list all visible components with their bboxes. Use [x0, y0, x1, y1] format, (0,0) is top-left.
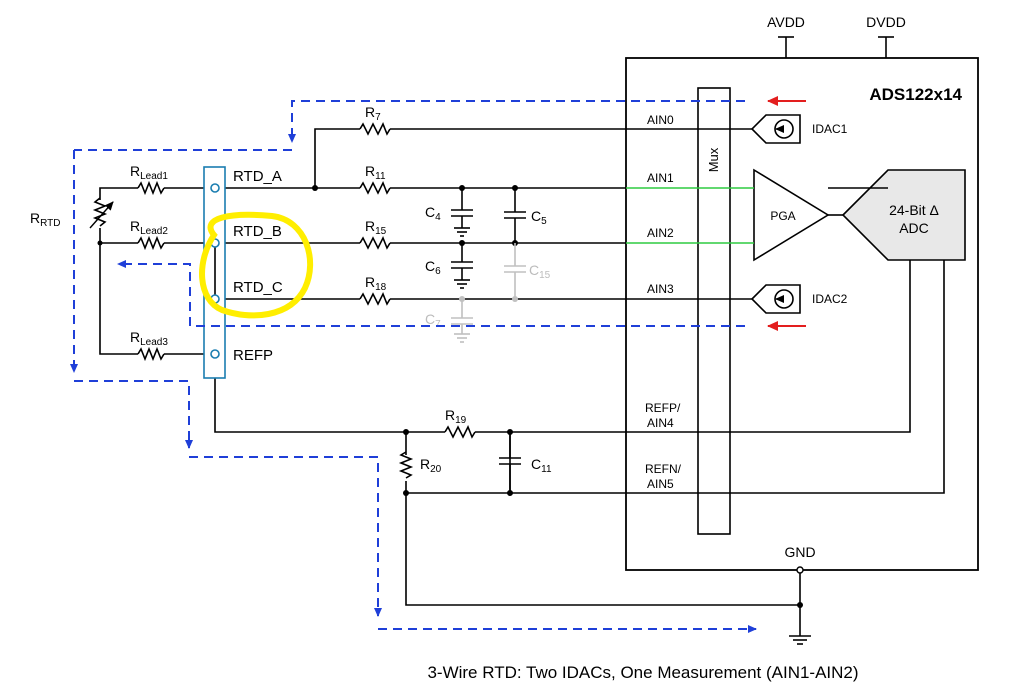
mux-label: Mux [706, 147, 721, 172]
dvdd-supply [878, 37, 894, 58]
ground-symbol [789, 636, 811, 644]
label-r19: R19 [445, 407, 467, 426]
connector-rtd-b: RTD_B [233, 223, 282, 240]
idac1-label: IDAC1 [812, 122, 848, 136]
label-c4: C4 [425, 204, 441, 223]
resistor-r19 [445, 425, 475, 439]
pin-ain1: AIN1 [647, 171, 674, 185]
current-path-left-across [74, 381, 189, 448]
resistor-rrtd [90, 198, 113, 228]
label-c5: C5 [531, 208, 547, 227]
label-c11: C11 [531, 456, 552, 475]
gnd-pin [797, 567, 803, 573]
resistor-r15 [360, 236, 390, 250]
label-r11: R11 [365, 163, 386, 182]
resistor-r18 [360, 292, 390, 306]
label-rlead2: RLead2 [130, 218, 168, 237]
chip-name: ADS122x14 [869, 85, 962, 104]
resistor-rlead3 [138, 347, 164, 361]
label-rlead3: RLead3 [130, 329, 168, 348]
capacitor-c15 [504, 243, 526, 302]
pin-ain0: AIN0 [647, 113, 674, 127]
terminal-refp [211, 350, 219, 358]
label-rlead1: RLead1 [130, 163, 168, 182]
resistor-rlead1 [138, 181, 164, 195]
capacitor-c7 [451, 296, 473, 342]
connector-rtd-c: RTD_C [233, 279, 283, 296]
label-r7: R7 [365, 104, 381, 123]
label-c15: C15 [529, 262, 551, 281]
dvdd-label: DVDD [866, 14, 906, 30]
idac2-label: IDAC2 [812, 292, 848, 306]
pin-refn-2: AIN5 [647, 477, 674, 491]
pin-ain3: AIN3 [647, 282, 674, 296]
adc-label-2: ADC [899, 220, 929, 236]
label-r15: R15 [365, 218, 387, 237]
label-c7: C7 [425, 311, 441, 330]
adc-label-1: 24-Bit Δ [889, 202, 939, 218]
current-path-ref-down [189, 457, 378, 616]
capacitor-c4 [451, 185, 473, 236]
label-r18: R18 [365, 274, 387, 293]
gnd-label: GND [784, 544, 815, 560]
label-c6: C6 [425, 258, 441, 277]
label-r20: R20 [420, 456, 442, 475]
resistor-r11 [360, 181, 390, 195]
avdd-label: AVDD [767, 14, 805, 30]
pin-refp-1: REFP/ [645, 401, 681, 415]
capacitor-c6 [451, 240, 473, 288]
connector-refp: REFP [233, 347, 273, 364]
connector-rtd-a: RTD_A [233, 168, 282, 185]
terminal-rtd-a [211, 184, 219, 192]
pin-refn-1: REFN/ [645, 462, 682, 476]
diagram-caption: 3-Wire RTD: Two IDACs, One Measurement (… [427, 663, 858, 682]
pin-refp-2: AIN4 [647, 416, 674, 430]
resistor-r7 [360, 122, 390, 136]
pin-ain2: AIN2 [647, 226, 674, 240]
avdd-supply [778, 37, 794, 58]
label-rrtd: RRTD [30, 210, 61, 229]
resistor-r20 [399, 452, 413, 481]
pga-label: PGA [770, 209, 795, 223]
resistor-rlead2 [138, 236, 164, 250]
capacitor-c5 [504, 185, 526, 246]
